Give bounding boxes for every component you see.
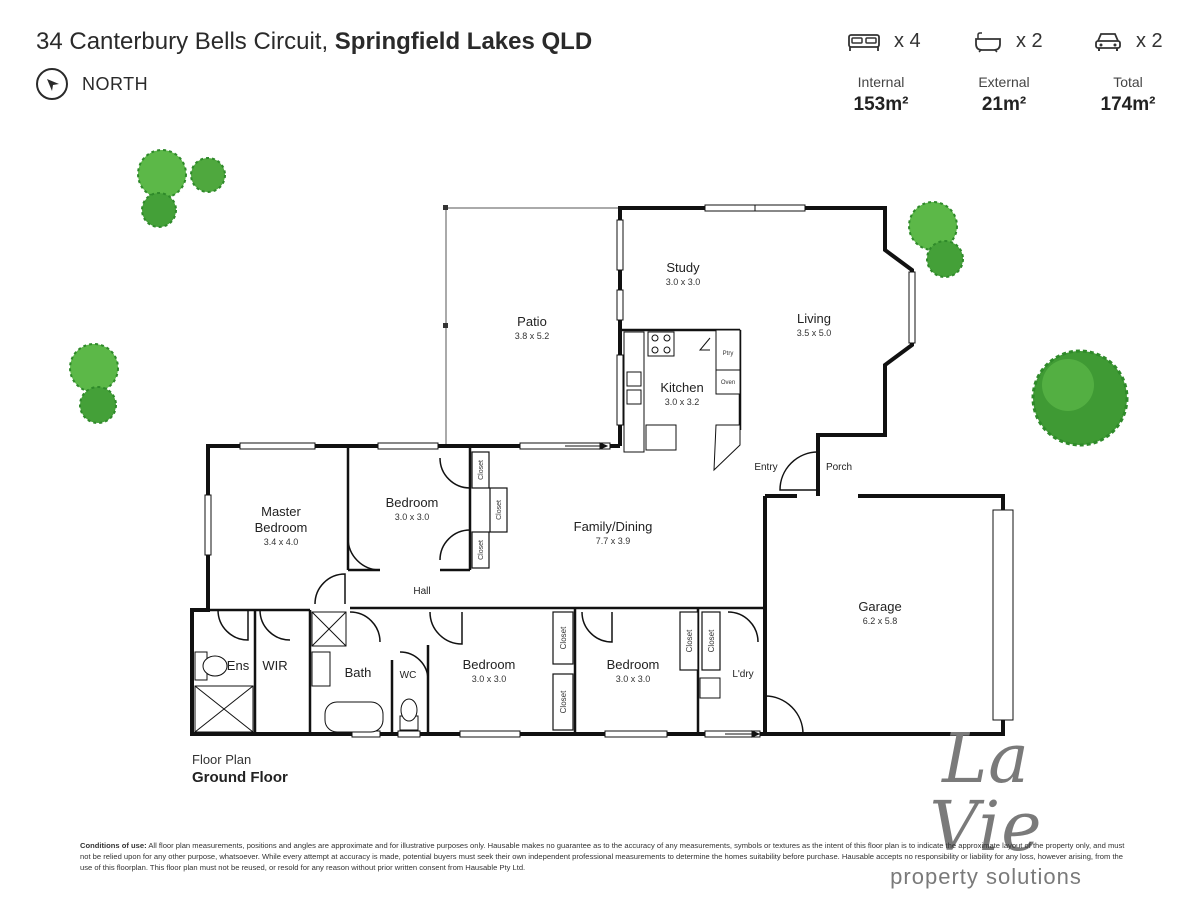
room-entry: Entry xyxy=(754,462,777,473)
tree-icon xyxy=(69,343,119,424)
floor-plan-label: Floor Plan xyxy=(192,752,252,767)
conditions-title: Conditions of use: xyxy=(80,841,147,850)
floor-level-label: Ground Floor xyxy=(192,769,288,786)
total-area-label: Total xyxy=(1113,74,1143,90)
room-patio-dim: 3.8 x 5.2 xyxy=(515,331,550,341)
compass-icon xyxy=(36,68,68,100)
internal-area: Internal 153m² xyxy=(821,74,941,116)
closet-label: Closet xyxy=(478,460,485,480)
internal-area-value: 153m² xyxy=(853,94,909,115)
room-bedroom-3-dim: 3.0 x 3.0 xyxy=(472,674,507,684)
patio-outline xyxy=(443,205,620,446)
room-wir: WIR xyxy=(262,658,287,673)
total-area: Total 174m² xyxy=(1068,74,1188,116)
room-garage-dim: 6.2 x 5.8 xyxy=(863,616,898,626)
room-family-dining-dim: 7.7 x 3.9 xyxy=(596,536,631,546)
bathtub-icon xyxy=(975,31,1001,53)
closet-label: Closet xyxy=(496,500,503,520)
room-bedroom-2-dim: 3.0 x 3.0 xyxy=(395,512,430,522)
property-address: 34 Canterbury Bells Circuit, Springfield… xyxy=(36,28,592,56)
room-master-bedroom-line1: Master xyxy=(261,504,301,519)
oven-label: Oven xyxy=(721,380,735,386)
room-kitchen: Kitchen xyxy=(660,380,703,395)
bed-icon xyxy=(848,33,880,51)
conditions-body: All floor plan measurements, positions a… xyxy=(80,841,1125,872)
closets xyxy=(471,451,721,731)
bathroom-fixtures xyxy=(194,611,721,733)
tree-icon xyxy=(137,149,226,228)
external-area-value: 21m² xyxy=(981,94,1027,115)
room-master-bedroom-dim: 3.4 x 4.0 xyxy=(264,537,299,547)
room-wc: WC xyxy=(400,670,417,681)
door-swings xyxy=(217,451,819,735)
room-living-dim: 3.5 x 5.0 xyxy=(797,328,832,338)
car-count-value: x 2 xyxy=(1136,30,1163,52)
room-study-dim: 3.0 x 3.0 xyxy=(666,277,701,287)
room-porch: Porch xyxy=(826,462,852,473)
north-indicator: NORTH xyxy=(36,68,148,100)
address-suburb: Springfield Lakes QLD xyxy=(334,28,593,55)
external-area-label: External xyxy=(978,74,1030,90)
bedroom-count: x 4 xyxy=(848,30,921,53)
tree-icon xyxy=(1031,349,1129,447)
car-count: x 2 xyxy=(1094,30,1163,53)
bathroom-count: x 2 xyxy=(974,30,1043,53)
room-patio: Patio xyxy=(517,314,547,329)
room-bedroom-4: Bedroom xyxy=(607,657,660,672)
internal-area-label: Internal xyxy=(857,74,905,90)
room-bedroom-2: Bedroom xyxy=(386,495,439,510)
closet-label: Closet xyxy=(559,690,568,713)
address-street: 34 Canterbury Bells Circuit, xyxy=(36,28,329,55)
room-bedroom-3: Bedroom xyxy=(463,657,516,672)
room-master-bedroom-line2: Bedroom xyxy=(255,520,308,535)
kitchen-fixtures xyxy=(623,329,741,472)
room-living: Living xyxy=(797,311,831,326)
closet-label: Closet xyxy=(559,626,568,649)
room-study: Study xyxy=(666,260,700,275)
room-bedroom-4-dim: 3.0 x 3.0 xyxy=(616,674,651,684)
car-icon xyxy=(1095,32,1121,51)
closet-label: Closet xyxy=(478,540,485,560)
brand-logo: La Vie property solutions xyxy=(876,726,1096,890)
floor-plan-caption: Floor Plan Ground Floor xyxy=(192,752,288,786)
bedroom-count-value: x 4 xyxy=(894,30,921,52)
room-ensuite: Ens xyxy=(227,658,250,673)
pantry-label: Ptry xyxy=(723,351,734,357)
conditions-of-use: Conditions of use: All floor plan measur… xyxy=(80,840,1125,873)
room-bath: Bath xyxy=(345,665,372,680)
room-laundry: L'dry xyxy=(732,669,753,680)
tree-icon xyxy=(908,201,964,278)
brand-tagline: property solutions xyxy=(890,864,1082,889)
external-area: External 21m² xyxy=(944,74,1064,116)
room-hall: Hall xyxy=(413,586,430,597)
sliding-door-arrow xyxy=(565,442,761,738)
closet-label: Closet xyxy=(707,629,716,652)
room-garage: Garage xyxy=(858,599,901,614)
brand-name: La Vie xyxy=(929,720,1043,867)
total-area-value: 174m² xyxy=(1100,94,1156,115)
bathroom-count-value: x 2 xyxy=(1016,30,1043,52)
room-kitchen-dim: 3.0 x 3.2 xyxy=(665,397,700,407)
closet-label: Closet xyxy=(685,629,694,652)
room-family-dining: Family/Dining xyxy=(574,519,653,534)
north-label: NORTH xyxy=(82,73,149,94)
